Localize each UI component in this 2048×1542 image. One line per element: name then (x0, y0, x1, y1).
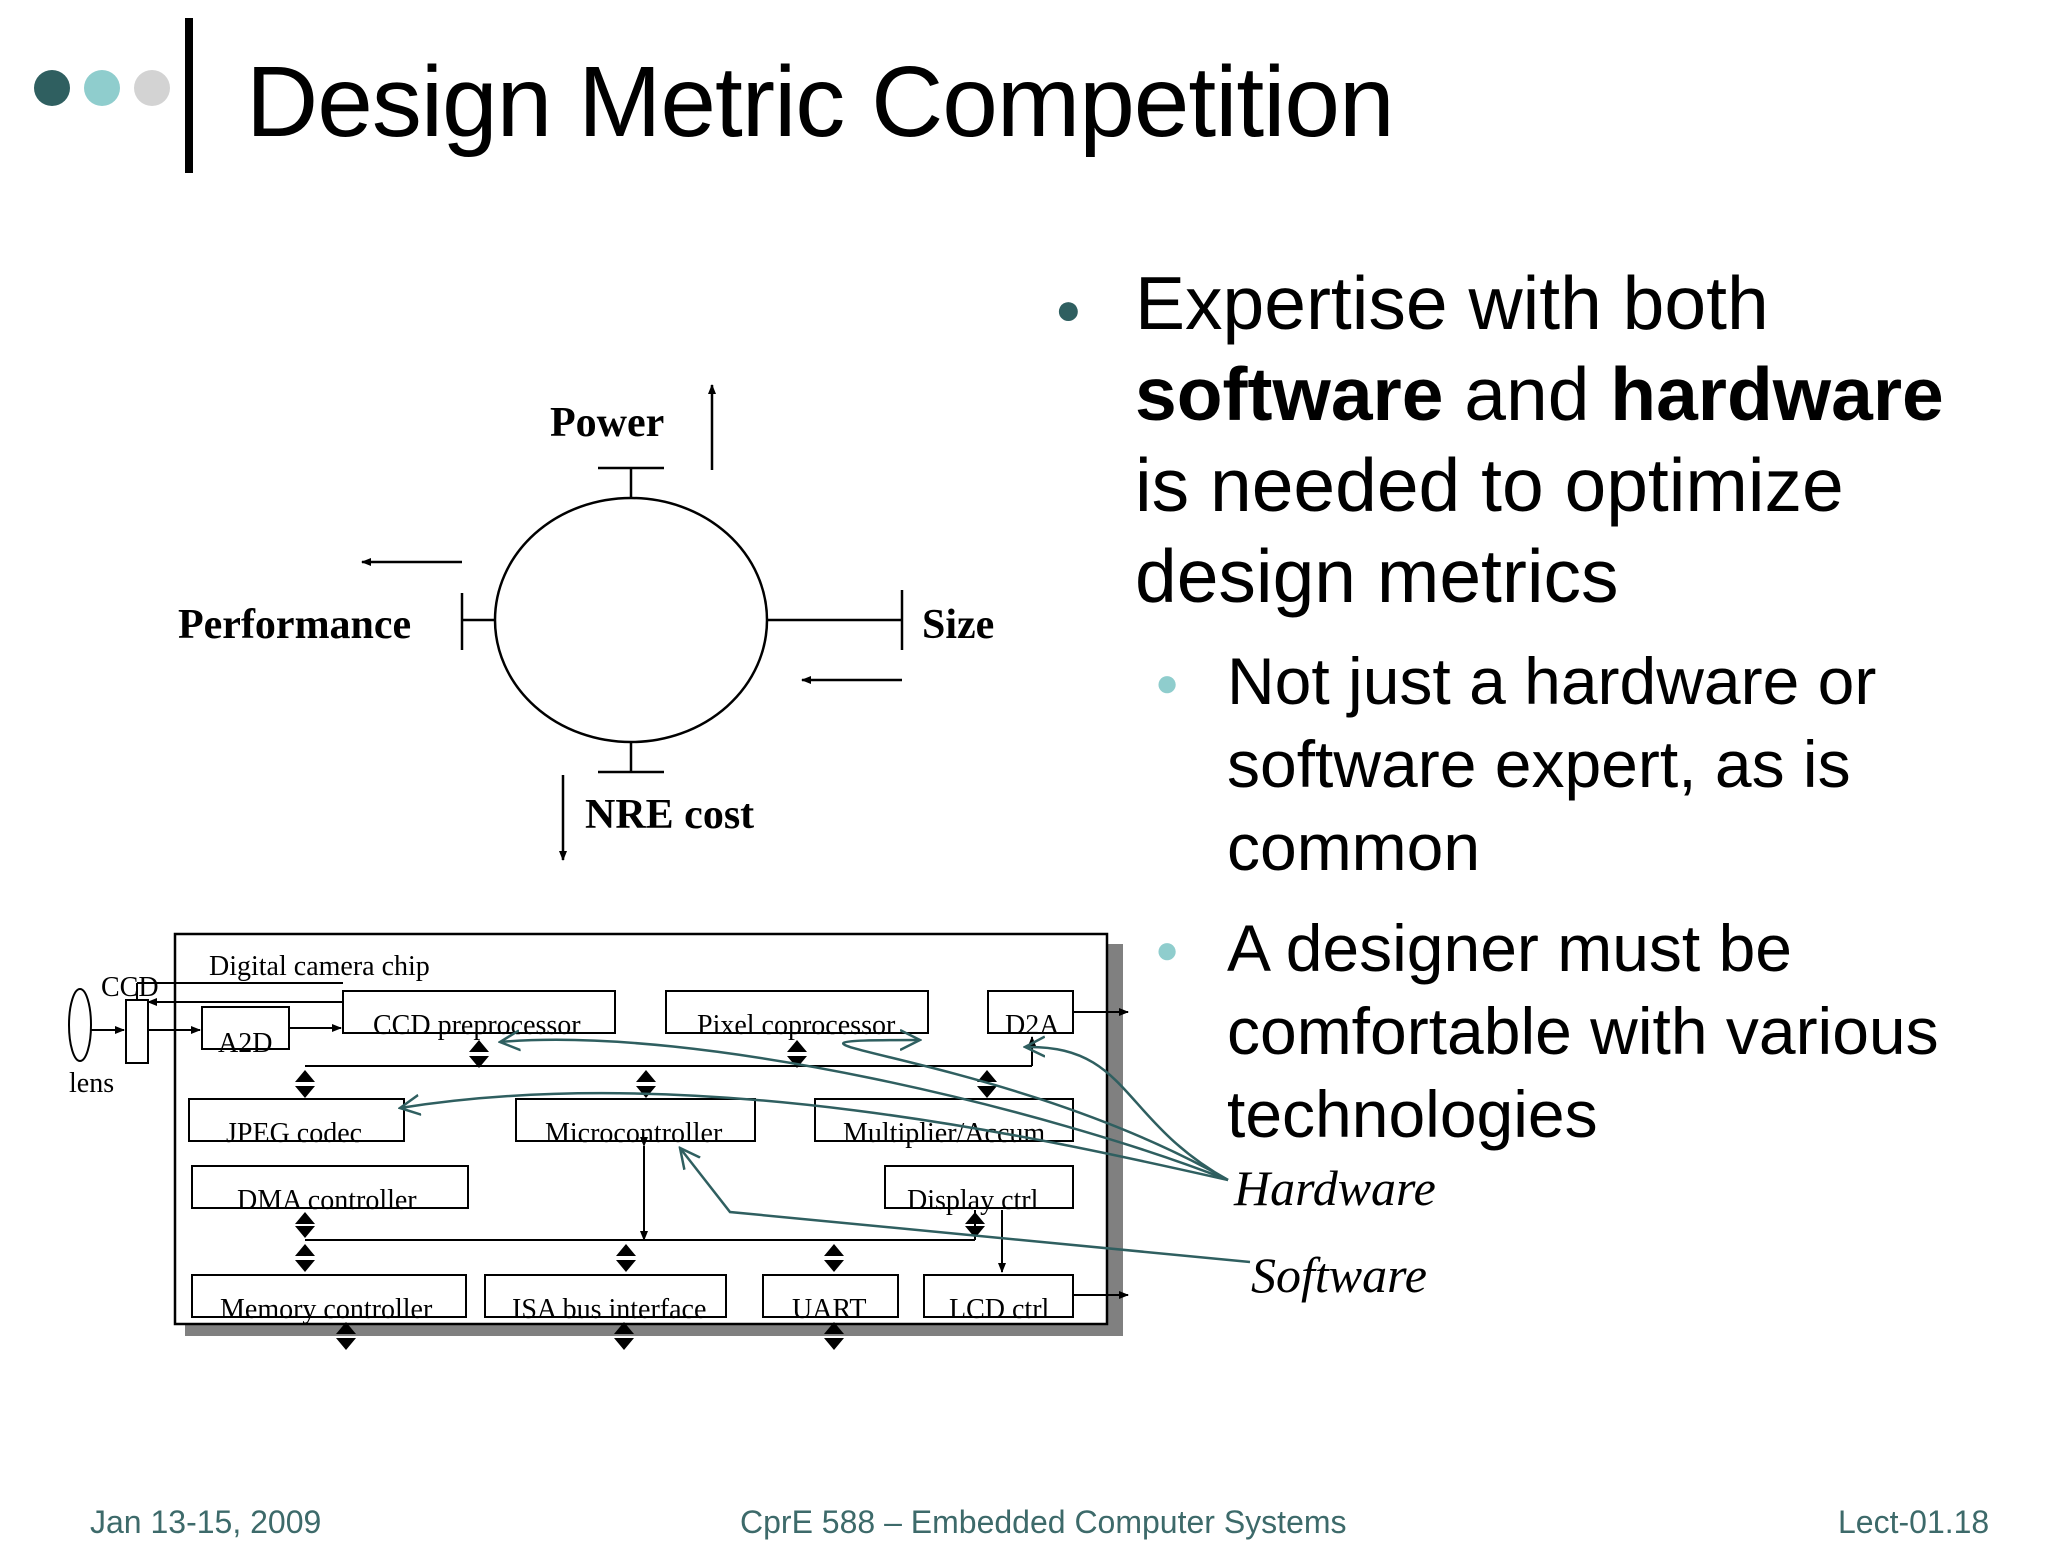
metric-competition-diagram (361, 384, 904, 861)
dma-controller-block (191, 1165, 469, 1209)
microcontroller-block (515, 1098, 756, 1142)
microcontroller-label: Microcontroller (545, 1118, 723, 1149)
nre-cost-label: NRE cost (585, 792, 754, 838)
bullet-list: ● Expertise with both software and hardw… (1055, 258, 2015, 1156)
lens-label: lens (69, 1068, 114, 1099)
bullet-dot-icon: ● (1055, 285, 1082, 334)
ccd-preprocessor-block (342, 990, 616, 1034)
bullet-main-bold-software: software (1135, 352, 1444, 436)
title-decoration-dots (34, 70, 170, 106)
ccd-label: CCD (101, 972, 159, 1003)
lens-shape (68, 988, 92, 1062)
title-divider-bar (185, 18, 193, 173)
isa-bus-block (484, 1274, 727, 1318)
performance-label: Performance (178, 602, 411, 648)
bullet-main-text-1: Expertise with both (1135, 261, 1769, 345)
pixel-coprocessor-label: Pixel coprocessor (697, 1010, 896, 1041)
hardware-annotation: Hardware (1233, 1160, 1436, 1216)
lcd-ctrl-block (923, 1274, 1074, 1318)
uart-block (762, 1274, 899, 1318)
ccd-preprocessor-label: CCD preprocessor (373, 1010, 581, 1041)
ccd-sensor (125, 999, 149, 1064)
bullet-sub-1: ● Not just a hardware or software expert… (1055, 640, 2015, 889)
multiplier-block (814, 1098, 1074, 1142)
pixel-coprocessor-block (665, 990, 929, 1034)
jpeg-codec-label: JPEG codec (226, 1118, 362, 1149)
memory-controller-block (191, 1274, 467, 1318)
power-label: Power (550, 400, 664, 446)
software-annotation: Software (1251, 1247, 1427, 1303)
footer-course: CprE 588 – Embedded Computer Systems (740, 1504, 1347, 1540)
bullet-main-text-3: is needed to optimize design metrics (1135, 443, 1844, 618)
digital-camera-chip-diagram: Digital camera chip CCD lens A2D CCD pre… (68, 932, 1436, 1350)
size-label: Size (922, 602, 994, 648)
a2d-label: A2D (218, 1028, 272, 1059)
chip-title-label: Digital camera chip (209, 951, 430, 982)
memory-controller-label: Memory controller (220, 1294, 433, 1325)
bullet-sub-1-text: Not just a hardware or software expert, … (1227, 644, 1877, 884)
bullet-main: ● Expertise with both software and hardw… (1055, 258, 2015, 622)
uart-label: UART (792, 1294, 867, 1325)
metric-ellipse (493, 496, 769, 744)
bullet-main-text-2: and (1443, 352, 1611, 436)
bullet-main-bold-hardware: hardware (1610, 352, 1944, 436)
d2a-block (987, 990, 1074, 1034)
isa-bus-label: ISA bus interface (512, 1294, 706, 1325)
display-ctrl-label: Display ctrl (907, 1185, 1039, 1216)
lcd-ctrl-label: LCD ctrl (949, 1294, 1050, 1325)
footer-date: Jan 13-15, 2009 (90, 1504, 322, 1540)
a2d-block (201, 1006, 290, 1050)
display-ctrl-block (884, 1165, 1074, 1209)
jpeg-codec-block (188, 1098, 405, 1142)
slide-title: Design Metric Competition (246, 46, 1395, 158)
d2a-label: D2A (1005, 1010, 1060, 1041)
bullet-sub-2-text: A designer must be comfortable with vari… (1227, 911, 1939, 1151)
dma-controller-label: DMA controller (237, 1185, 417, 1216)
footer-lecture: Lect-01.18 (1838, 1504, 1990, 1540)
bullet-sub-2: ● A designer must be comfortable with va… (1055, 907, 2015, 1156)
sub-bullet-dot-icon: ● (1155, 661, 1180, 705)
sub-bullet-dot-icon: ● (1155, 928, 1180, 972)
